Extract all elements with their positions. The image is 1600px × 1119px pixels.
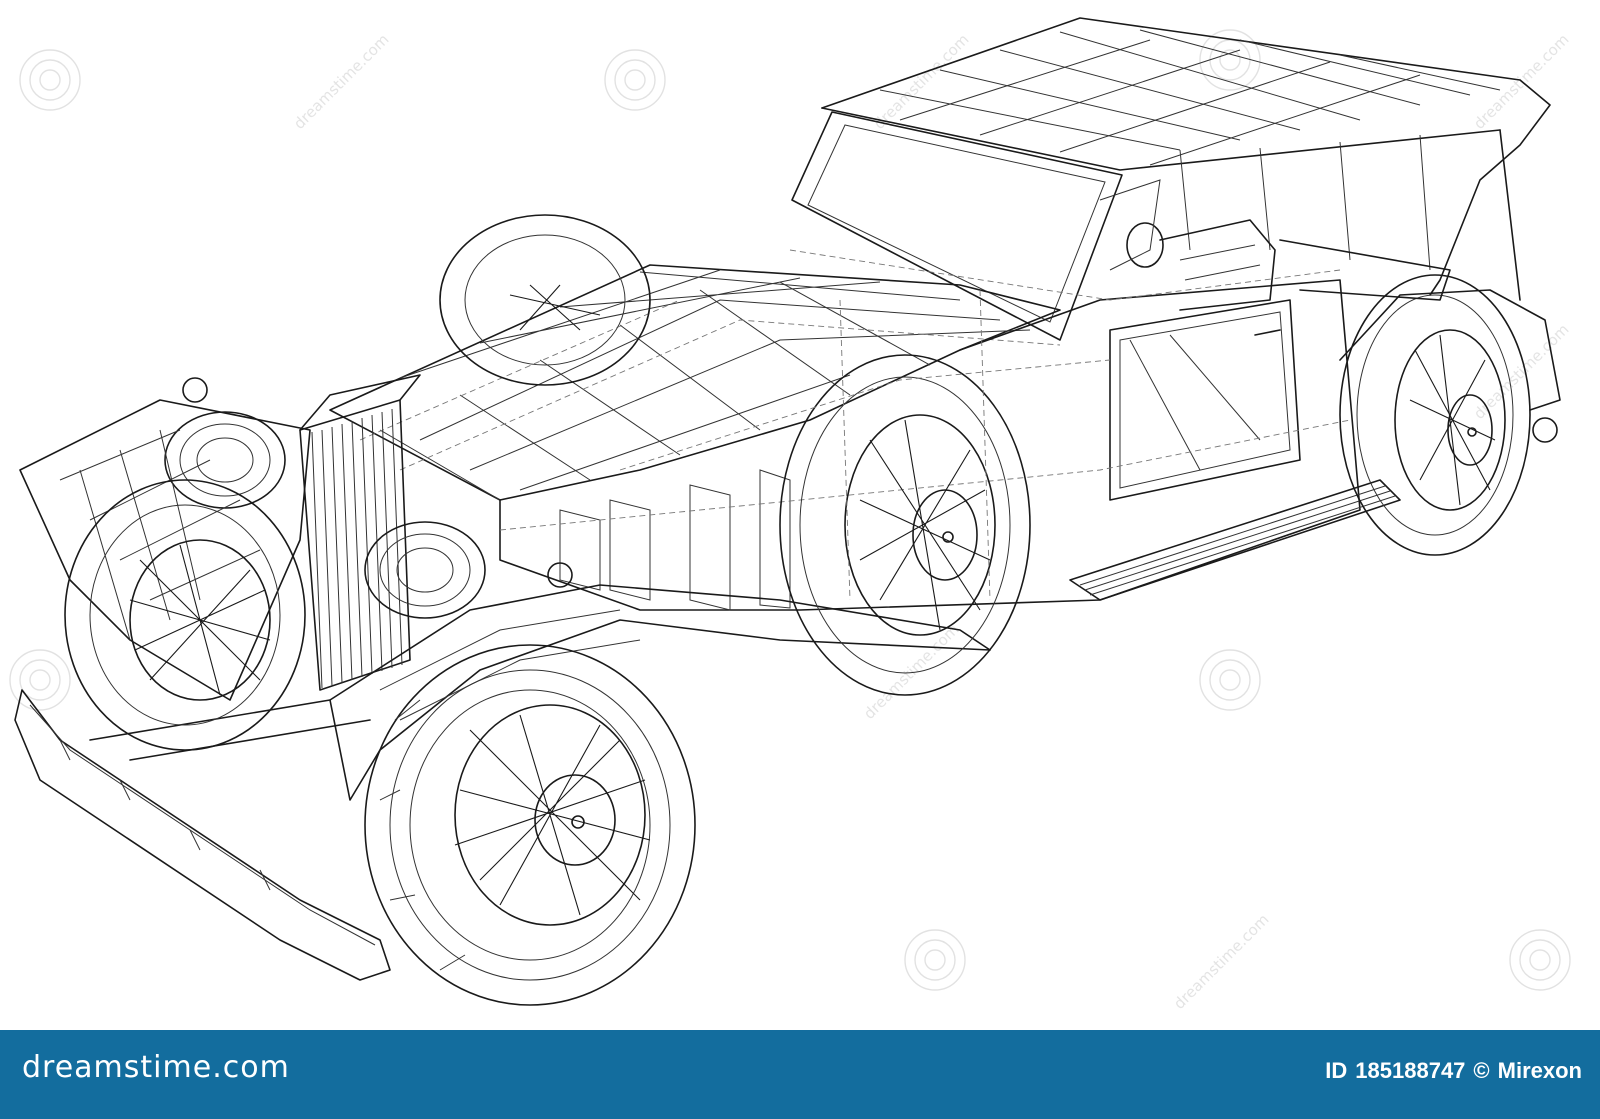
image-credit: ID 185188747 © Mirexon bbox=[1325, 1058, 1582, 1084]
wheel-front-left bbox=[64, 479, 306, 751]
wheel-middle-right bbox=[779, 354, 1031, 696]
car-windshield bbox=[791, 111, 1123, 341]
car-wireframe-icon: dreamstime.com dreamstime.com dreamstime… bbox=[9, 17, 1573, 1013]
copyright-symbol: © bbox=[1473, 1058, 1490, 1083]
watermark-text: dreamstime.com bbox=[860, 620, 962, 722]
car-front-right-fender bbox=[329, 584, 991, 801]
car-front-left-fender bbox=[19, 399, 311, 701]
watermark-text: dreamstime.com bbox=[290, 30, 392, 132]
author-name[interactable]: Mirexon bbox=[1497, 1058, 1582, 1083]
hidden-lines bbox=[619, 249, 1341, 601]
watermark-text: dreamstime.com bbox=[870, 30, 972, 132]
spiral-icon bbox=[9, 649, 71, 711]
car-front-bumper bbox=[14, 689, 391, 981]
wheel-rear-right bbox=[1339, 274, 1561, 556]
spiral-icon bbox=[19, 49, 81, 111]
spiral-icon bbox=[904, 929, 966, 991]
id-label: ID bbox=[1325, 1058, 1348, 1083]
car-roof bbox=[821, 17, 1551, 301]
brand-logo[interactable]: dreamstime.com bbox=[22, 1050, 290, 1085]
spiral-icon bbox=[1199, 649, 1261, 711]
car-running-board bbox=[1069, 479, 1401, 601]
wheel-rear-left bbox=[439, 214, 651, 386]
spiral-icon bbox=[1509, 929, 1571, 991]
stock-footer-bar: dreamstime.com ID 185188747 © Mirexon bbox=[0, 1030, 1600, 1119]
spiral-icon bbox=[604, 49, 666, 111]
car-body-side bbox=[499, 279, 1361, 611]
stock-illustration: dreamstime.com dreamstime.com dreamstime… bbox=[9, 17, 1573, 1013]
car-radiator-grille bbox=[299, 374, 421, 691]
watermark-text: dreamstime.com bbox=[1470, 320, 1572, 422]
id-value: 185188747 bbox=[1355, 1058, 1466, 1083]
wheel-front-right bbox=[364, 644, 696, 1006]
car-interior bbox=[1099, 179, 1451, 311]
watermark-text: dreamstime.com bbox=[1170, 910, 1272, 1012]
